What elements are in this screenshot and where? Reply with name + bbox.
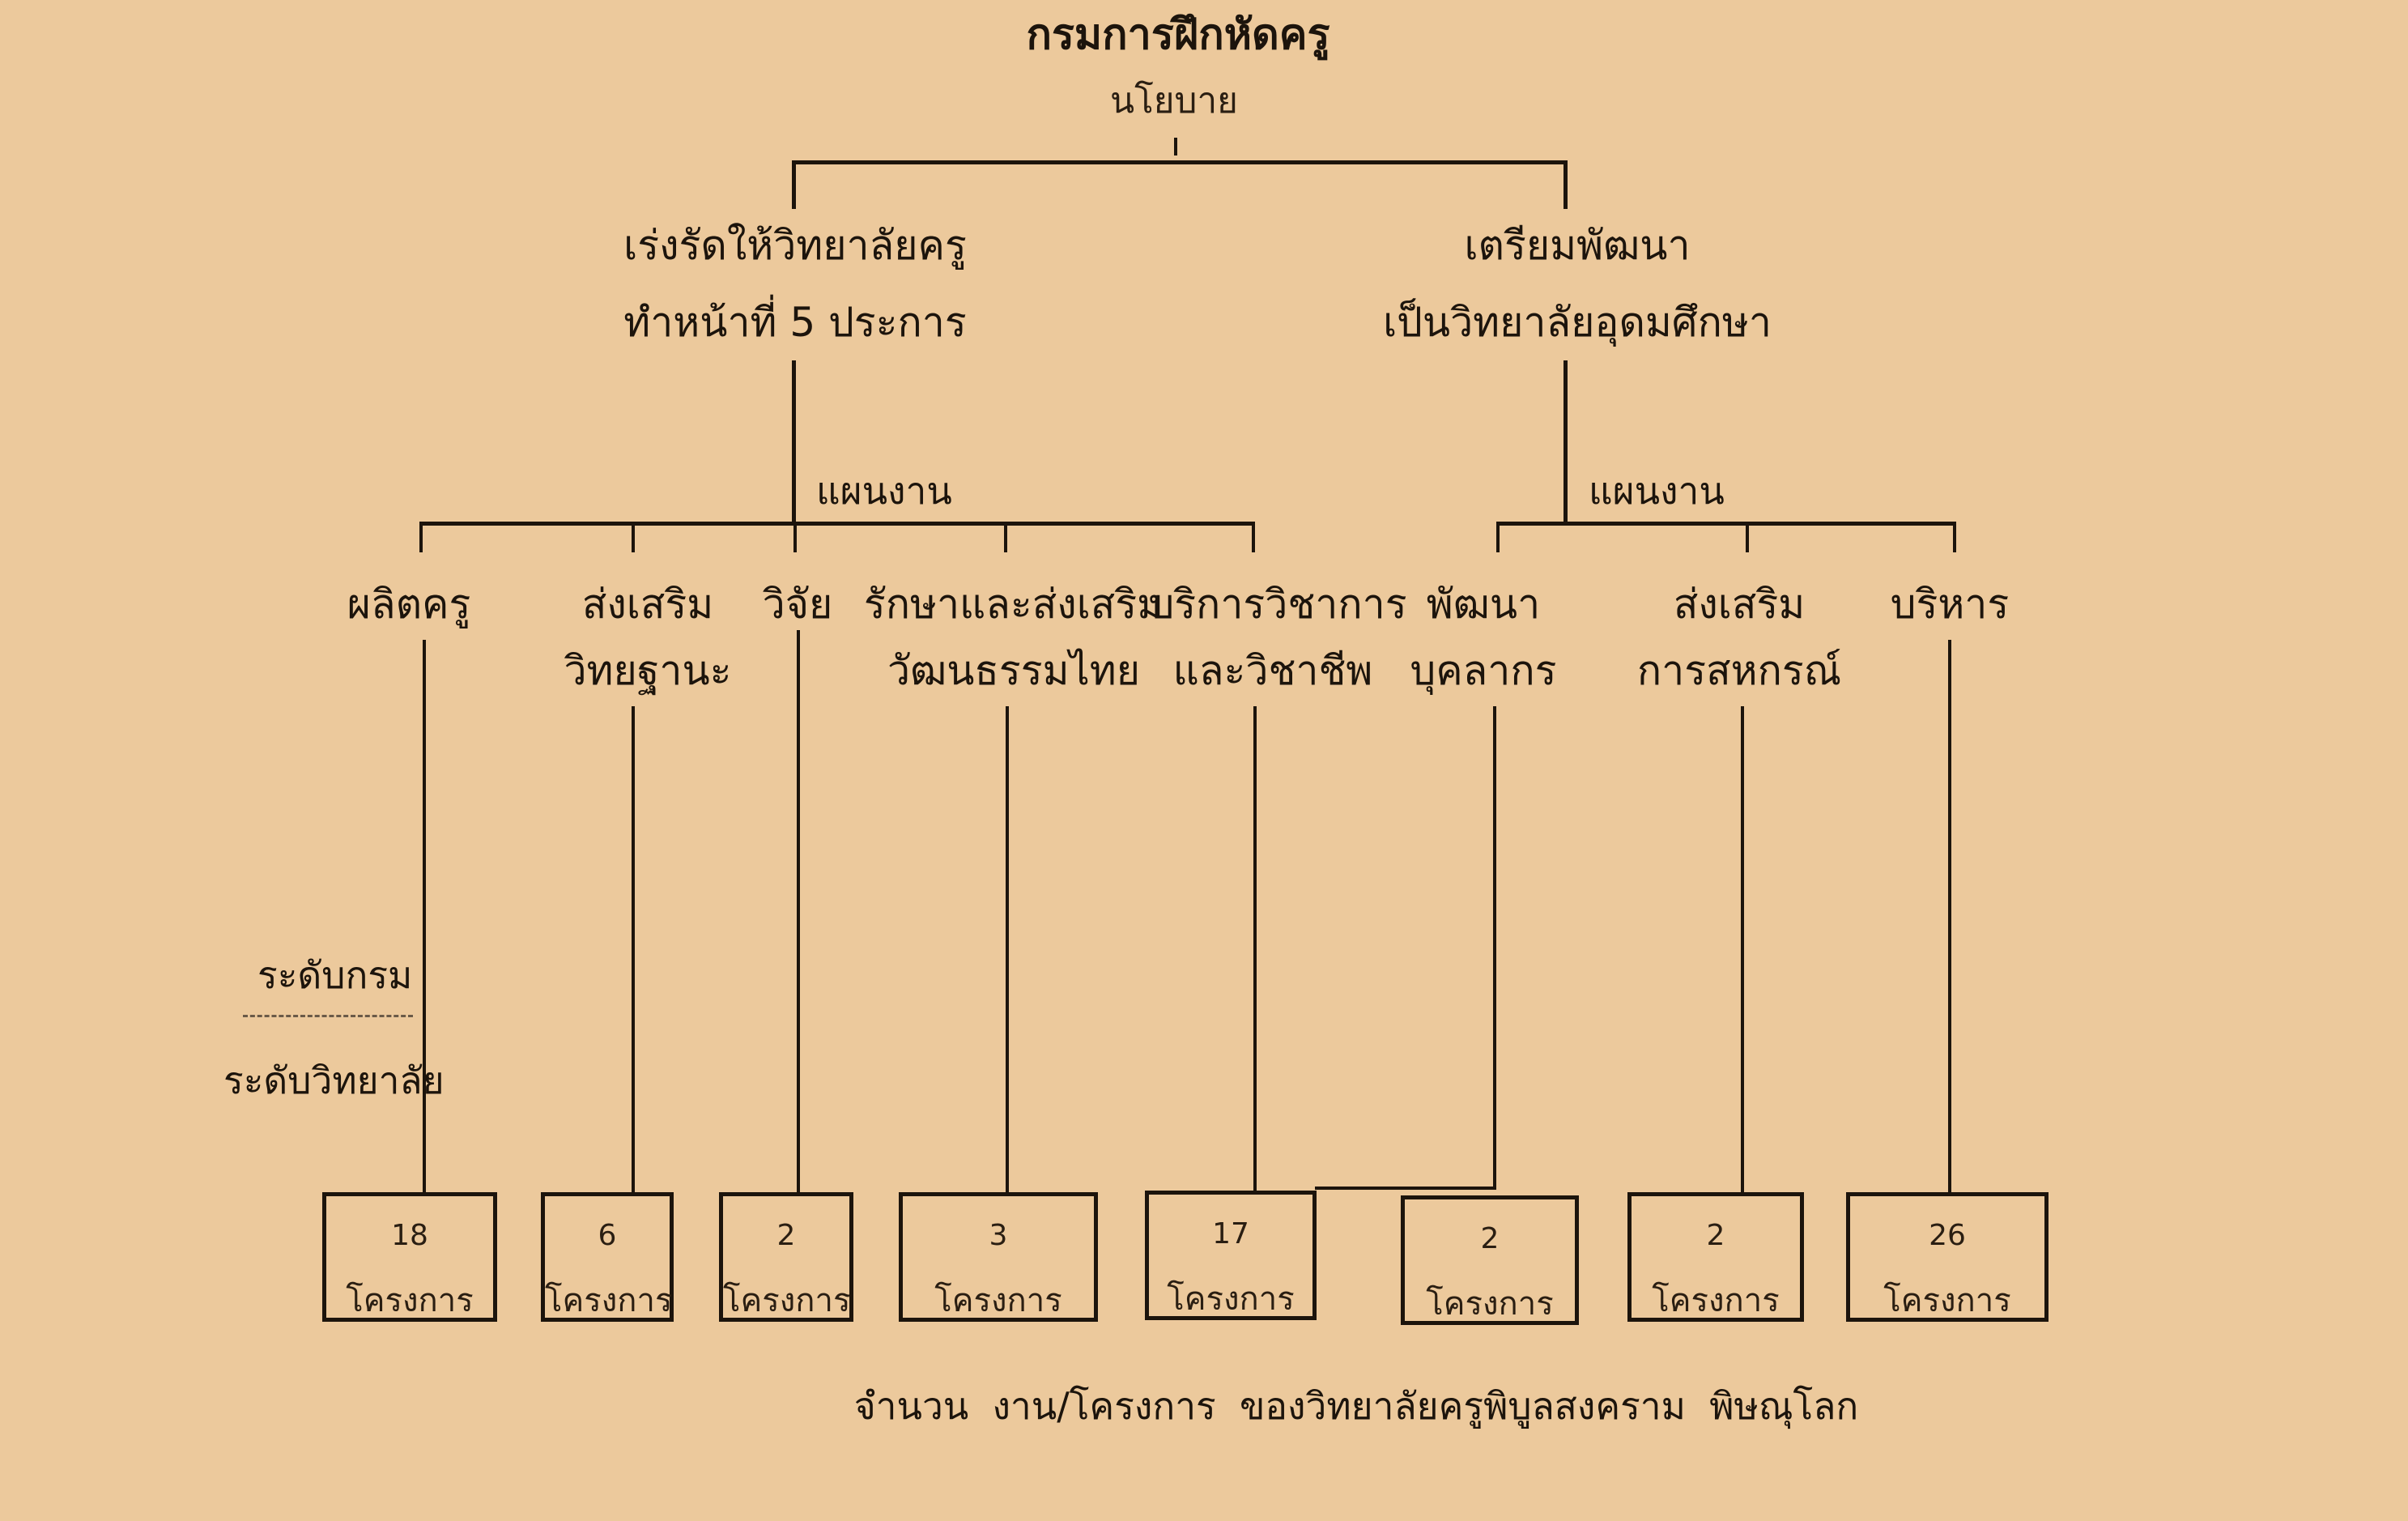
program-6-label-line2: บุคลากร <box>1410 647 1557 694</box>
left-branch-drop <box>792 160 796 209</box>
project-unit-1: โครงการ <box>346 1282 474 1319</box>
left-branch-stem <box>792 360 796 522</box>
program-3-label: วิจัย <box>762 581 833 628</box>
level-college-label: ระดับวิทยาลัย <box>223 1059 445 1102</box>
tick-7 <box>1746 522 1749 552</box>
right-branch-stem <box>1563 360 1568 522</box>
project-count-6: 2 <box>1480 1222 1500 1255</box>
program-8-label: บริหาร <box>1890 581 2010 628</box>
program-8-line <box>1948 640 1951 1192</box>
program-7-line <box>1741 706 1744 1192</box>
chart-caption: จำนวน งาน/โครงการ ของวิทยาลัยครูพิบูลสงค… <box>853 1384 1859 1428</box>
tick-3 <box>793 522 797 552</box>
project-box-1: 18 โครงการ <box>322 1192 497 1322</box>
tick-4 <box>1004 522 1007 552</box>
project-count-5: 17 <box>1212 1217 1249 1250</box>
tick-5 <box>1252 522 1255 552</box>
project-unit-3: โครงการ <box>723 1282 851 1319</box>
project-unit-8: โครงการ <box>1883 1282 2011 1319</box>
tick-2 <box>632 522 635 552</box>
program-6-label-line1: พัฒนา <box>1426 581 1541 628</box>
project-box-4: 3 โครงการ <box>899 1192 1098 1322</box>
program-2-label-line2: วิทยฐานะ <box>564 647 732 694</box>
project-count-8: 26 <box>1929 1219 1966 1252</box>
tick-6 <box>1496 522 1500 552</box>
program-4-line <box>1006 706 1009 1192</box>
program-4-label-line2: วัฒนธรรมไทย <box>887 647 1141 694</box>
project-box-3: 2 โครงการ <box>719 1192 853 1322</box>
project-unit-4: โครงการ <box>934 1282 1062 1319</box>
left-plan-bar <box>419 522 1255 526</box>
program-6-line <box>1493 706 1496 1189</box>
left-branch-line2: ทำหน้าที่ 5 ประการ <box>623 299 967 346</box>
project-unit-7: โครงการ <box>1652 1282 1780 1319</box>
project-box-8: 26 โครงการ <box>1846 1192 2049 1322</box>
program-7-label-line1: ส่งเสริม <box>1673 581 1806 628</box>
program-4-label-line1: รักษาและส่งเสริม <box>863 581 1164 628</box>
project-box-6: 2 โครงการ <box>1401 1195 1579 1325</box>
project-box-2: 6 โครงการ <box>541 1192 674 1322</box>
right-plan-label: แผนงาน <box>1589 469 1725 513</box>
program-5-label-line2: และวิชาชีพ <box>1172 647 1373 694</box>
policy-label: นโยบาย <box>1110 80 1238 121</box>
right-plan-bar <box>1496 522 1956 526</box>
project-count-4: 3 <box>989 1219 1008 1252</box>
left-plan-label: แผนงาน <box>816 469 952 513</box>
program-2-label-line1: ส่งเสริม <box>581 581 714 628</box>
right-branch-line1: เตรียมพัฒนา <box>1464 222 1691 269</box>
program-5-label-line1: บริการวิชาการ <box>1148 581 1407 628</box>
level-divider <box>243 1015 413 1017</box>
tick-1 <box>419 522 423 552</box>
right-branch-line2: เป็นวิทยาลัยอุดมศึกษา <box>1383 299 1772 346</box>
program-1-line <box>423 640 426 1192</box>
project-unit-5: โครงการ <box>1167 1280 1295 1318</box>
program-6-connector <box>1315 1187 1496 1190</box>
project-count-3: 2 <box>776 1219 796 1252</box>
program-3-line <box>797 630 800 1192</box>
program-2-line <box>632 706 635 1192</box>
project-count-1: 18 <box>391 1219 428 1252</box>
project-count-7: 2 <box>1706 1219 1725 1252</box>
chart-title: กรมการฝึกหัดครู <box>1026 11 1330 59</box>
right-branch-drop <box>1563 160 1568 209</box>
project-unit-2: โครงการ <box>545 1282 673 1319</box>
top-bar <box>792 160 1568 164</box>
program-1-label: ผลิตครู <box>347 581 471 628</box>
project-count-2: 6 <box>598 1219 617 1252</box>
policy-stem <box>1174 138 1177 156</box>
level-department-label: ระดับกรม <box>257 953 413 997</box>
project-box-7: 2 โครงการ <box>1627 1192 1804 1322</box>
program-5-line <box>1253 706 1257 1192</box>
project-unit-6: โครงการ <box>1426 1285 1554 1323</box>
project-box-5: 17 โครงการ <box>1145 1191 1317 1320</box>
tick-8 <box>1953 522 1956 552</box>
program-7-label-line2: การสหกรณ์ <box>1636 647 1842 694</box>
left-branch-line1: เร่งรัดให้วิทยาลัยครู <box>623 222 967 269</box>
